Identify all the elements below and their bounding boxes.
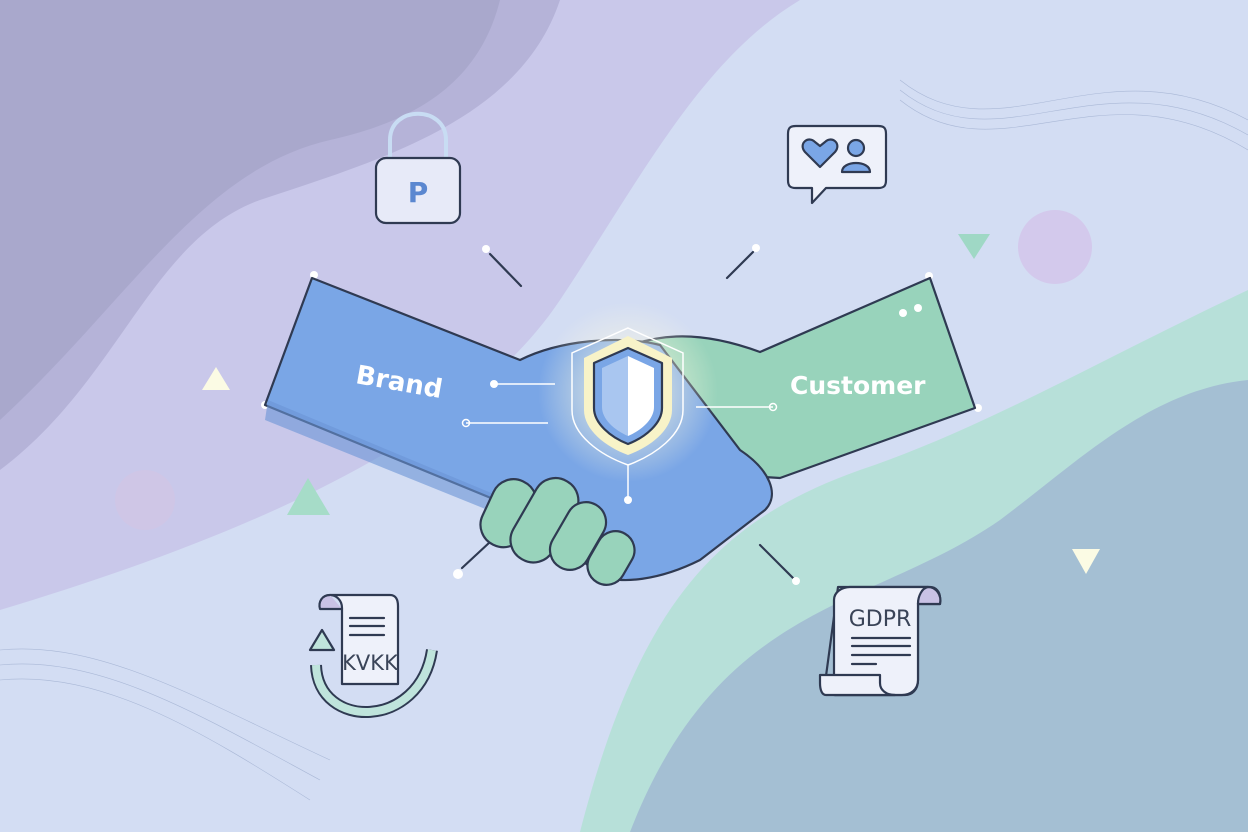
lock-icon: P bbox=[374, 111, 462, 225]
shield-icon bbox=[461, 302, 778, 504]
lock-letter: P bbox=[408, 176, 429, 209]
gdpr-document-icon: GDPR bbox=[818, 585, 942, 697]
customer-label: Customer bbox=[790, 371, 926, 400]
kvkk-label: KVKK bbox=[342, 651, 399, 675]
kvkk-document-icon: KVKK bbox=[308, 593, 438, 718]
connector-lines bbox=[460, 250, 795, 580]
chat-bubble-icon bbox=[786, 124, 888, 205]
customer-fingers bbox=[479, 476, 636, 586]
gdpr-label: GDPR bbox=[849, 607, 912, 632]
